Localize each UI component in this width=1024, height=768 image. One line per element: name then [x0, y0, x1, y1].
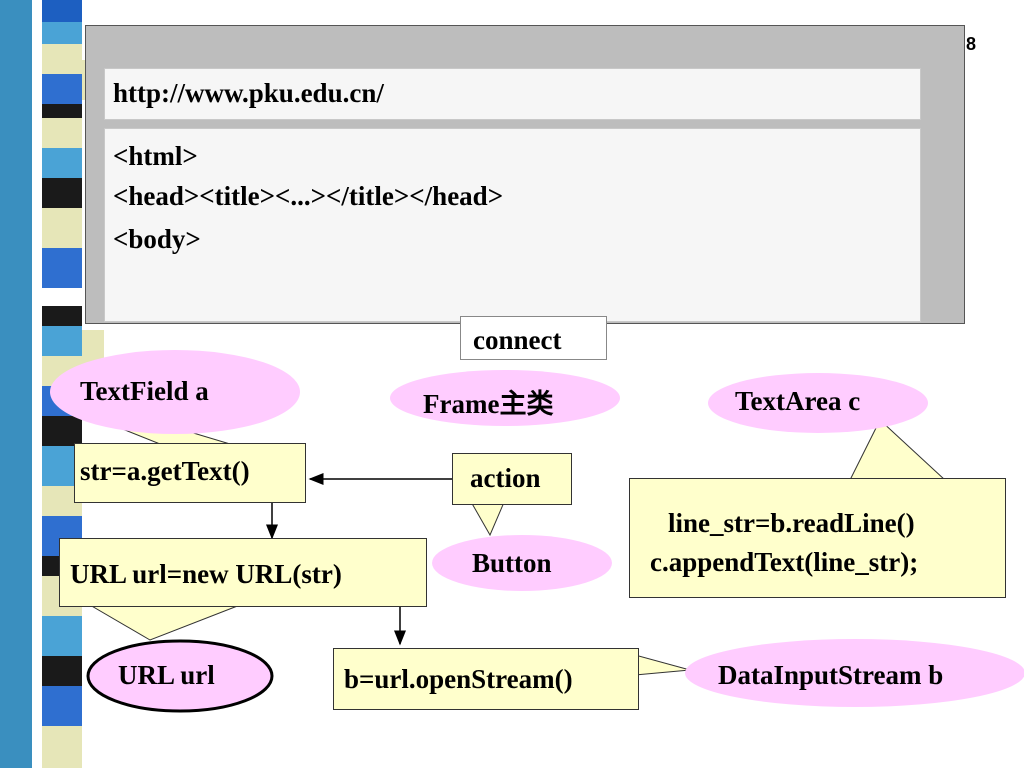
url-ellipse	[86, 639, 274, 713]
openstream-box: b=url.openStream()	[333, 648, 639, 710]
connect-label: connect	[473, 325, 562, 355]
openstream-pointer	[634, 654, 691, 676]
address-bar[interactable]	[104, 68, 921, 120]
code-line-1: <html>	[113, 141, 198, 171]
code-line-2: <head><title><...></title></head>	[113, 181, 504, 211]
datainput-label: DataInputStream b	[718, 660, 944, 690]
action-pointer	[469, 499, 506, 537]
address-text: http://www.pku.edu.cn/	[113, 78, 384, 108]
code-line-3: <body>	[113, 224, 201, 254]
textarea-ellipse	[708, 373, 928, 433]
frame-label: Frame主类	[423, 389, 554, 419]
gettext-box: str=a.getText()	[74, 443, 306, 503]
action-box: action	[452, 453, 572, 505]
button-label: Button	[472, 548, 552, 578]
newurl-pointer	[88, 604, 241, 641]
newurl-box: URL url=new URL(str)	[59, 538, 427, 607]
text-area-panel	[104, 128, 921, 322]
newurl-text: URL url=new URL(str)	[70, 559, 342, 589]
textfield-label: TextField a	[80, 376, 209, 406]
page-number: 8	[966, 34, 977, 54]
datainput-ellipse	[685, 639, 1024, 707]
url-label: URL url	[118, 660, 215, 690]
button-ellipse	[432, 535, 612, 591]
action-text: action	[470, 463, 541, 493]
textarea-label: TextArea c	[735, 386, 861, 416]
openstream-text: b=url.openStream()	[344, 664, 573, 694]
readline-line-1: line_str=b.readLine()	[668, 508, 915, 538]
textfield-ellipse	[50, 350, 300, 434]
readline-box: line_str=b.readLine() c.appendText(line_…	[629, 478, 1006, 598]
frame-ellipse	[390, 370, 620, 426]
readline-line-2: c.appendText(line_str);	[650, 547, 919, 577]
connect-button[interactable]: connect	[460, 316, 607, 360]
gettext-text: str=a.getText()	[80, 456, 250, 486]
